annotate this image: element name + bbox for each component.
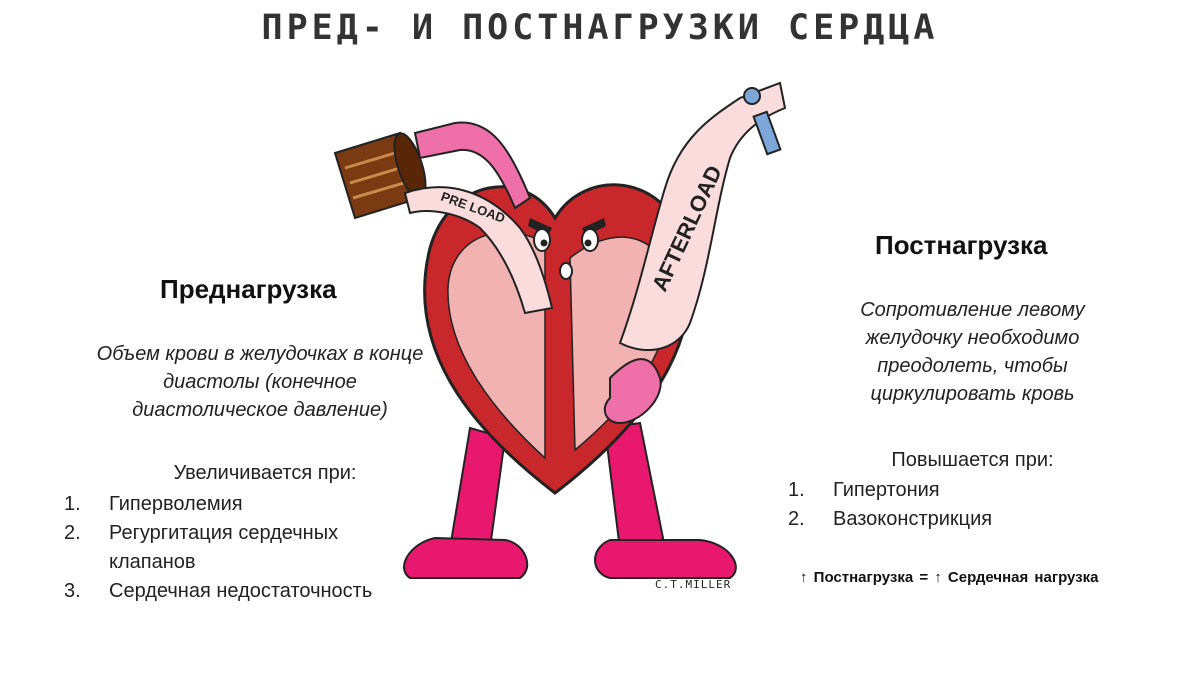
heart-illustration: PRE LOAD AFTERLOAD — [333, 81, 787, 579]
page-title: ПРЕД- И ПОСТНАГРУЗКИ СЕРДЦА — [261, 8, 939, 48]
heart-legs — [403, 421, 737, 579]
list-item-text: Гипертония — [833, 479, 940, 501]
preload-heading: Преднагрузка — [160, 274, 337, 304]
afterload-desc-line: Сопротивление левому — [860, 299, 1085, 321]
list-item-text: Регургитация сердечных — [109, 522, 339, 544]
heart-face — [528, 218, 606, 280]
preload-desc-line: диастолы (конечное — [163, 371, 357, 393]
afterload-desc-line: желудочку необходимо — [865, 327, 1080, 349]
preload-description: Объем крови в желудочках в конце диастол… — [40, 340, 480, 424]
afterload-desc-line: преодолеть, чтобы — [877, 355, 1068, 377]
left-arm — [413, 121, 532, 210]
list-item-text: Гиперволемия — [109, 493, 243, 515]
afterload-desc-line: циркулировать кровь — [870, 383, 1075, 405]
illustrator-signature: C.T.MILLER — [655, 578, 732, 591]
afterload-description: Сопротивление левому желудочку необходим… — [800, 296, 1145, 408]
list-item-text: Вазоконстрикция — [833, 508, 993, 530]
preload-desc-line: диастолическое давление) — [132, 399, 388, 421]
list-item-text: Сердечная недостаточность — [109, 580, 373, 602]
can-icon — [333, 131, 427, 220]
afterload-formula: ↑ Постнагрузка = ↑ Сердечная нагрузка — [800, 569, 1099, 586]
preload-list: 1. Гиперволемия 2. Регургитация сердечны… — [64, 490, 424, 606]
afterload-heading: Постнагрузка — [875, 230, 1048, 260]
afterload-increases-label: Повышается при: — [891, 449, 1054, 471]
preload-stream — [403, 186, 554, 315]
list-item: 2. Вазоконстрикция — [788, 508, 993, 530]
preload-desc-line: Объем крови в желудочках в конце — [96, 343, 424, 365]
list-item-text: клапанов — [109, 551, 196, 573]
list-item: 1. Гипертония — [788, 479, 940, 501]
afterload-list: 1. Гипертония 2. Вазоконстрикция — [788, 476, 1088, 534]
preload-increases-label: Увеличивается при: — [173, 462, 357, 484]
right-hand — [603, 358, 662, 425]
list-item: 3. Сердечная недостаточность — [64, 580, 373, 602]
list-item: 1. Гиперволемия — [64, 493, 243, 515]
list-item: 2. Регургитация сердечных клапанов — [64, 519, 424, 577]
clamp-icon — [743, 87, 782, 156]
